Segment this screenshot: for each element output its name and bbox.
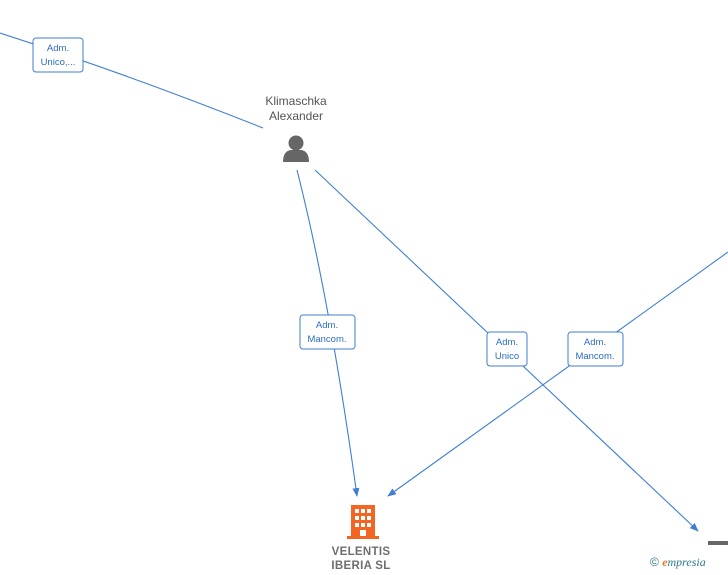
edge-label-adm-unico-top[interactable]: Adm. Unico,... [32,37,84,73]
edge-label-line1: Adm. [316,320,338,331]
brand-logo-text: mpresia [667,555,706,569]
person-name-line1: Klimaschka [265,94,327,108]
building-icon[interactable] [347,505,379,539]
edge-label-line2: Unico [495,351,519,362]
edge-label-line1: Adm. [496,337,518,348]
edge-label-line1: Adm. [47,43,69,54]
edge-label-line2: Mancom. [575,351,614,362]
company-name-line1: VELENTIS [331,546,391,558]
person-name-label[interactable]: Klimaschka Alexander [246,94,346,124]
person-name-line2: Alexander [268,109,324,123]
footer-credit: © empresia [650,555,706,570]
copyright-symbol: © [650,555,659,569]
edge-label-line1: Adm. [584,337,606,348]
brand-logo-initial: e [662,555,668,569]
edge-label-adm-unico-middle[interactable]: Adm. Unico [486,331,528,367]
person-icon[interactable] [283,135,309,163]
company-name-line2: IBERIA SL [331,560,391,572]
offscreen-node-fragment [708,541,728,545]
edge-label-line2: Unico,... [41,57,76,68]
edge-label-adm-mancom-right[interactable]: Adm. Mancom. [567,331,624,367]
edge-label-line2: Mancom. [307,334,346,345]
brand-logo[interactable]: empresia [662,555,706,569]
edge-offscreen-right-to-company [387,251,728,497]
company-name-label[interactable]: VELENTIS IBERIA SL [311,545,411,573]
edge-label-adm-mancom-left[interactable]: Adm. Mancom. [299,314,356,350]
